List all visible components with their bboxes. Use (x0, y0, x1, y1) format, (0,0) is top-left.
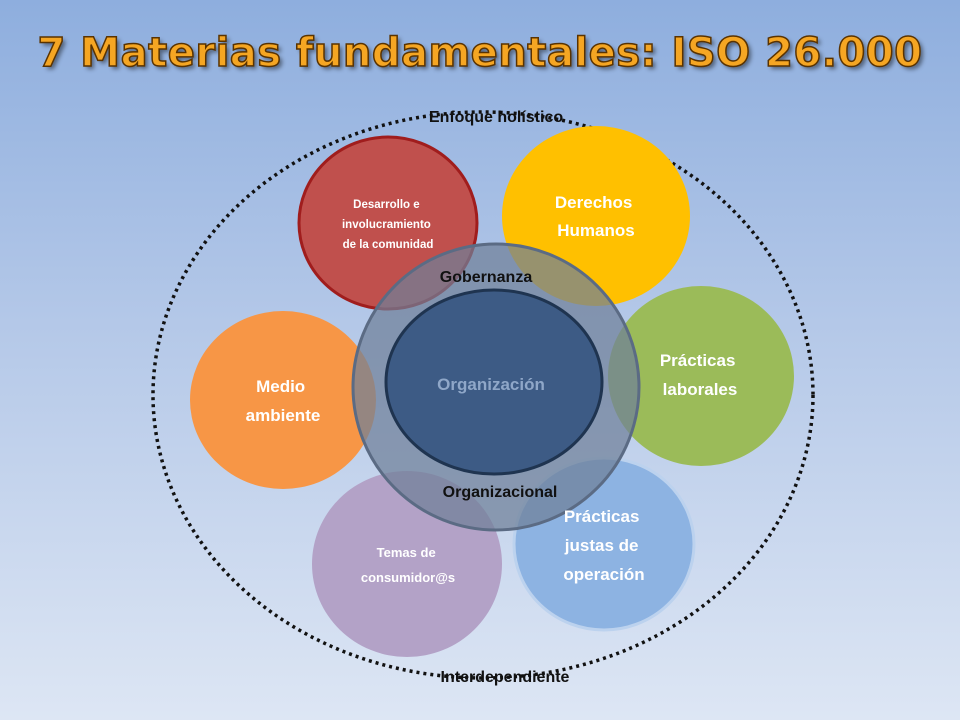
organization-core (384, 288, 604, 476)
page-title: 7 Materias fundamentales: ISO 26.000 (37, 29, 923, 77)
holistic-boundary (151, 110, 815, 680)
ring-bottom-label: Organizacional (443, 484, 558, 501)
outer-bottom-label: Interdependiente (441, 669, 570, 686)
ring-top-label: Gobernanza (440, 269, 533, 286)
outer-top-label: Enfoque holístico (429, 109, 563, 126)
label-consumidores: Temas de consumidor@s (361, 545, 455, 585)
topic-ambiente (190, 311, 376, 489)
topic-laborales (608, 286, 794, 466)
core-label: Organización (437, 375, 545, 394)
label-derechos: Derechos Humanos (555, 193, 637, 240)
label-comunidad: Desarrollo e involucramiento de la comun… (342, 199, 434, 251)
label-operacion: Prácticas justas de operación (563, 507, 644, 584)
label-ambiente: Medio ambiente (246, 377, 321, 425)
label-laborales: Prácticas laborales (660, 351, 740, 399)
